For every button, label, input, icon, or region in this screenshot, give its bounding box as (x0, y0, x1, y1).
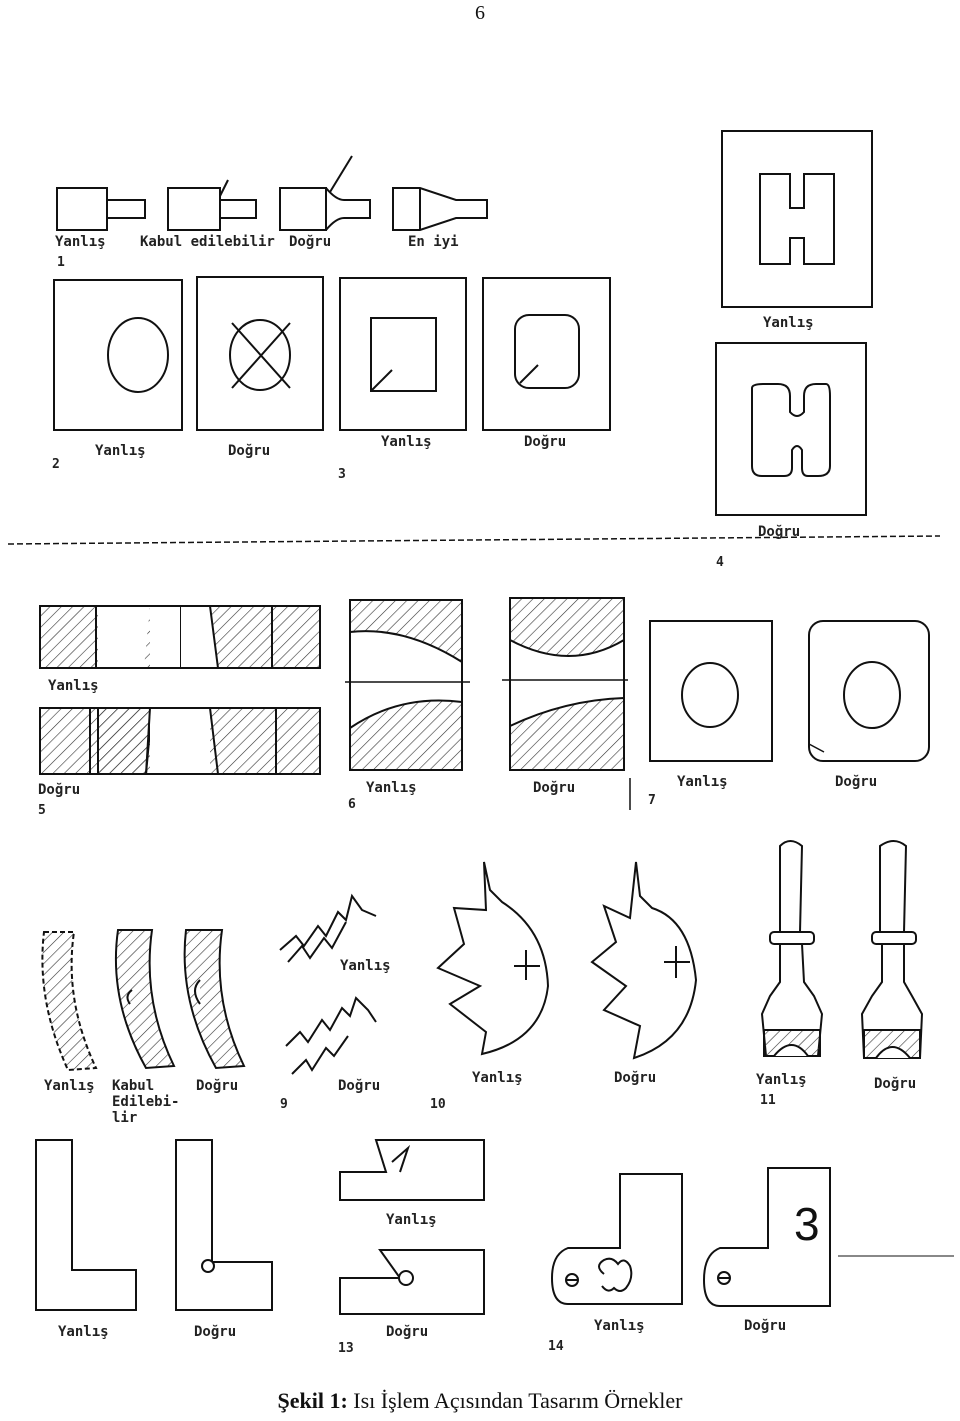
fig4-h-shapes (715, 130, 873, 516)
fig11-punches (760, 840, 924, 1059)
f2-num: 2 (52, 457, 60, 472)
f9-wrong-label: Yanlış (340, 958, 391, 974)
f7-wrong-label: Yanlış (677, 774, 728, 790)
f8-right-label: Doğru (196, 1078, 238, 1094)
f13-num: 13 (338, 1341, 354, 1356)
fig10-cutters (436, 861, 698, 1060)
f9-num: 9 (280, 1097, 288, 1112)
f8-acceptable-3: lir (112, 1110, 137, 1126)
f2-right-label: Doğru (228, 443, 270, 459)
f1-wrong-label: Yanlış (55, 234, 106, 250)
f7-right-label: Doğru (835, 774, 877, 790)
fig3-plates (339, 277, 611, 431)
f1-num: 1 (57, 255, 65, 270)
f5-wrong-label: Yanlış (48, 678, 99, 694)
fig6-sections (345, 597, 628, 771)
f9-right-label: Doğru (338, 1078, 380, 1094)
f8-wrong-label: Yanlış (44, 1078, 95, 1094)
f6-right-label: Doğru (533, 780, 575, 796)
fig13-blocks (339, 1139, 485, 1315)
f8-acceptable-1: Kabul (112, 1078, 154, 1094)
f7-num: 7 (648, 793, 656, 808)
f11-right-label: Doğru (874, 1076, 916, 1092)
f5-num: 5 (38, 803, 46, 818)
fig9-springs (279, 893, 377, 1075)
f10-num: 10 (430, 1097, 446, 1112)
f6-wrong-label: Yanlış (366, 780, 417, 796)
page-number: 6 (475, 2, 485, 24)
f2-wrong-label: Yanlış (95, 443, 146, 459)
f14-digit: 3 (794, 1198, 820, 1250)
f1-best-label: En iyi (408, 234, 459, 250)
f14-right-label: Doğru (744, 1318, 786, 1334)
fig7-plates (649, 620, 930, 762)
fig12-l-shapes (35, 1139, 273, 1311)
f12-wrong-label: Yanlış (58, 1324, 109, 1340)
fig2-plates (53, 276, 324, 431)
f10-right-label: Doğru (614, 1070, 656, 1086)
f1-right-label: Doğru (289, 234, 331, 250)
f8-acceptable-2: Edilebi- (112, 1094, 179, 1110)
f3-wrong-label: Yanlış (381, 434, 432, 450)
f4-num: 4 (716, 555, 724, 570)
caption-text: Isı İşlem Açısından Tasarım Örnekler (353, 1388, 683, 1413)
f5-right-label: Doğru (38, 782, 80, 798)
figure-caption: Şekil 1: Isı İşlem Açısından Tasarım Örn… (0, 1388, 960, 1414)
f10-wrong-label: Yanlış (472, 1070, 523, 1086)
f3-right-label: Doğru (524, 434, 566, 450)
fig5-sections (39, 605, 321, 775)
f1-acceptable-label: Kabul edilebilir (140, 234, 275, 250)
f6-num: 6 (348, 797, 356, 812)
f12-right-label: Doğru (194, 1324, 236, 1340)
fig8-arcs (41, 929, 246, 1072)
f11-num: 11 (760, 1093, 776, 1108)
f13-wrong-label: Yanlış (386, 1212, 437, 1228)
f3-num: 3 (338, 467, 346, 482)
f14-wrong-label: Yanlış (594, 1318, 645, 1334)
f13-right-label: Doğru (386, 1324, 428, 1340)
f14-num: 14 (548, 1339, 564, 1354)
fig1-shafts (56, 155, 488, 231)
f11-wrong-label: Yanlış (756, 1072, 807, 1088)
f4-wrong-label: Yanlış (763, 315, 814, 331)
fig14-brackets (550, 1167, 954, 1307)
f4-right-label: Doğru (758, 524, 800, 540)
caption-label: Şekil 1: (277, 1388, 348, 1413)
